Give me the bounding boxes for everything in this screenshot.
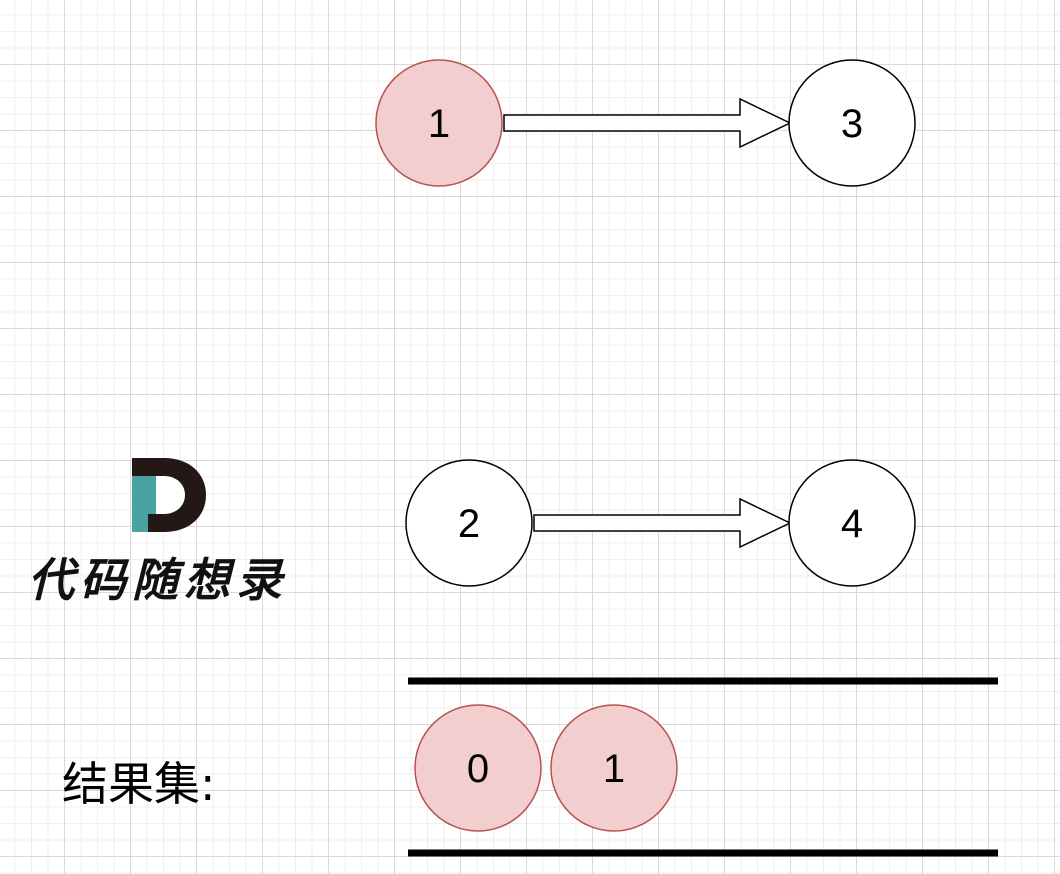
graph-node-1: 1 bbox=[375, 59, 503, 187]
result-item: 1 bbox=[550, 704, 678, 832]
graph-node-3: 3 bbox=[788, 59, 916, 187]
node-label: 4 bbox=[841, 502, 863, 546]
node-label: 1 bbox=[428, 102, 450, 146]
result-item: 0 bbox=[414, 704, 542, 832]
edge-2-to-4 bbox=[533, 497, 792, 549]
logo-d-mark bbox=[132, 458, 206, 532]
logo-text: 代码随想录 bbox=[28, 553, 288, 607]
graph-node-2: 2 bbox=[405, 459, 533, 587]
result-item-label: 0 bbox=[467, 747, 489, 791]
graph-node-4: 4 bbox=[788, 459, 916, 587]
logo: 代码随想录 bbox=[28, 458, 308, 608]
result-item-label: 1 bbox=[603, 747, 625, 791]
node-label: 2 bbox=[458, 502, 480, 546]
result-set-label: 结果集: bbox=[62, 757, 216, 811]
edge-1-to-3 bbox=[503, 97, 792, 149]
node-label: 3 bbox=[841, 102, 863, 146]
